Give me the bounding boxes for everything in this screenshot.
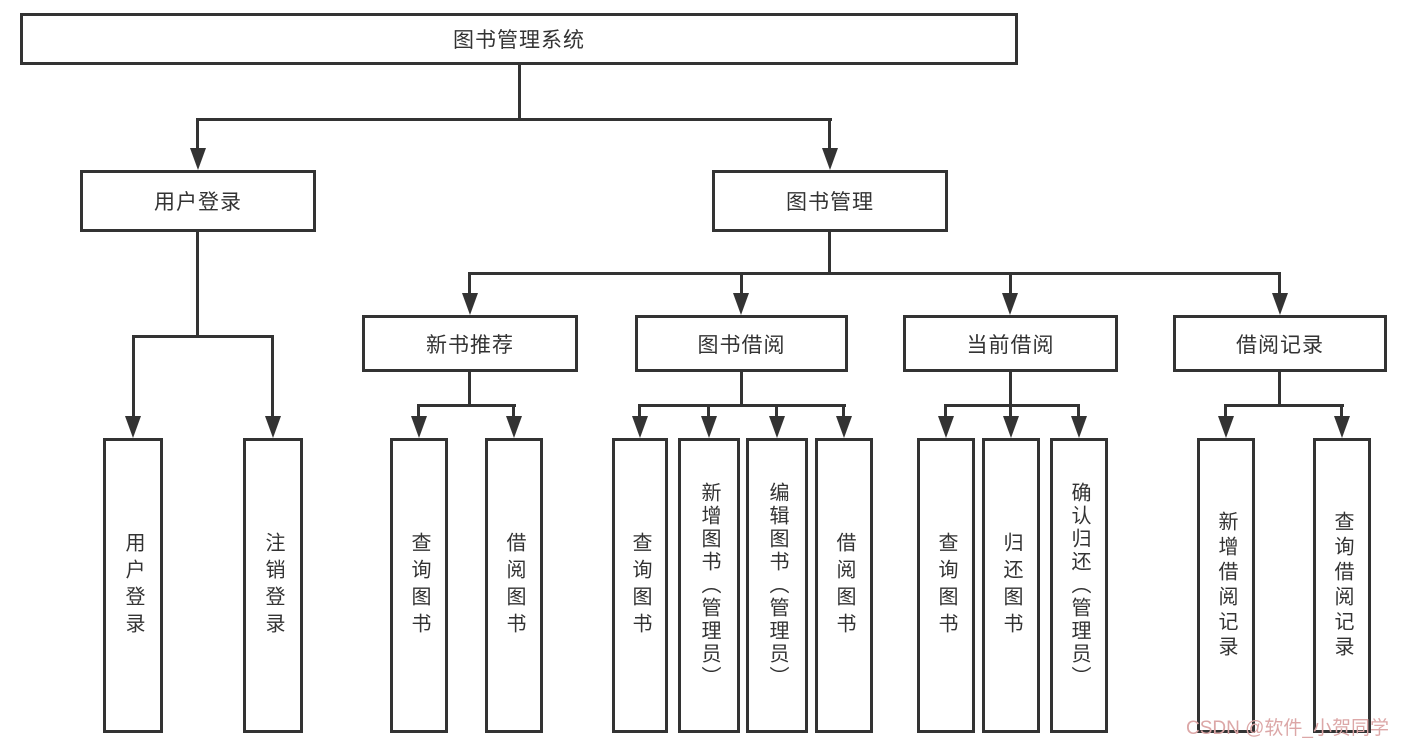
connector-user-login-bus xyxy=(132,335,274,338)
arrow-down-icon xyxy=(506,416,522,438)
leaf-label: 确认归还（管理员） xyxy=(1068,482,1090,689)
connector-drop xyxy=(842,404,845,418)
connector-current-borrow-stem xyxy=(1009,372,1012,404)
leaf-label: 查询图书 xyxy=(935,531,957,640)
leaf-label: 用户登录 xyxy=(122,531,144,640)
arrow-down-icon xyxy=(265,416,281,438)
connector-drop xyxy=(944,404,947,418)
csdn-watermark: CSDN @软件_小贺同学 xyxy=(1186,718,1389,739)
connector-drop xyxy=(638,404,641,418)
leaf-label: 借阅图书 xyxy=(503,531,525,640)
node-borrow-record-label: 借阅记录 xyxy=(1236,333,1324,357)
connector-borrow-record-stem xyxy=(1278,372,1281,404)
arrow-down-icon xyxy=(836,416,852,438)
node-current-borrow-label: 当前借阅 xyxy=(966,333,1055,357)
leaf-label: 查询借阅记录 xyxy=(1331,510,1353,661)
node-new-book-rec: 新书推荐 xyxy=(362,315,578,372)
node-book-mgmt-label: 图书管理 xyxy=(786,191,874,214)
connector-drop xyxy=(775,404,778,418)
connector-drop xyxy=(417,404,420,418)
leaf-label: 归还图书 xyxy=(1000,531,1022,640)
arrow-down-icon xyxy=(411,416,427,438)
leaf-label: 注销登录 xyxy=(262,531,284,640)
connector-drop-borrow-record xyxy=(1278,272,1281,295)
connector-drop xyxy=(1009,404,1012,418)
node-book-borrow: 图书借阅 xyxy=(635,315,848,372)
arrow-down-icon xyxy=(701,416,717,438)
arrow-down-icon xyxy=(733,293,749,315)
leaf-add-borrow-record: 新增借阅记录 xyxy=(1197,438,1255,733)
connector-book-borrow-stem xyxy=(740,372,743,404)
connector-drop-current-borrow xyxy=(1009,272,1012,295)
leaf-query-books-1: 查询图书 xyxy=(390,438,448,733)
arrow-down-icon xyxy=(1272,293,1288,315)
leaf-query-books-2: 查询图书 xyxy=(612,438,668,733)
leaf-label: 查询图书 xyxy=(408,531,430,640)
leaf-user-login: 用户登录 xyxy=(103,438,163,733)
arrow-down-icon xyxy=(632,416,648,438)
arrow-down-icon xyxy=(190,148,206,170)
connector-drop xyxy=(707,404,710,418)
leaf-add-books-admin: 新增图书（管理员） xyxy=(678,438,740,733)
connector-drop xyxy=(1077,404,1080,418)
leaf-label: 借阅图书 xyxy=(833,531,855,640)
leaf-confirm-return-admin: 确认归还（管理员） xyxy=(1050,438,1108,733)
connector-new-book-bus xyxy=(418,404,516,407)
leaf-label: 新增图书（管理员） xyxy=(698,482,720,689)
leaf-label: 新增借阅记录 xyxy=(1215,510,1237,661)
connector-drop xyxy=(1224,404,1227,418)
node-book-mgmt: 图书管理 xyxy=(712,170,948,232)
node-book-borrow-label: 图书借阅 xyxy=(697,333,786,357)
leaf-return-books: 归还图书 xyxy=(982,438,1040,733)
connector-drop-book-mgmt xyxy=(828,118,831,150)
leaf-edit-books-admin: 编辑图书（管理员） xyxy=(746,438,808,733)
connector-drop xyxy=(512,404,515,418)
node-new-book-rec-label: 新书推荐 xyxy=(426,333,514,357)
leaf-label: 查询图书 xyxy=(629,531,651,640)
arrow-down-icon xyxy=(938,416,954,438)
connector-book-mgmt-bus xyxy=(468,272,1281,275)
leaf-query-books-3: 查询图书 xyxy=(917,438,975,733)
arrow-down-icon xyxy=(462,293,478,315)
node-root: 图书管理系统 xyxy=(20,13,1018,65)
leaf-borrow-books-2: 借阅图书 xyxy=(815,438,873,733)
arrow-down-icon xyxy=(1334,416,1350,438)
node-user-login: 用户登录 xyxy=(80,170,316,232)
arrow-down-icon xyxy=(822,148,838,170)
node-current-borrow: 当前借阅 xyxy=(903,315,1118,372)
leaf-label: 编辑图书（管理员） xyxy=(766,482,788,689)
connector-root-bus xyxy=(196,118,832,121)
arrow-down-icon xyxy=(1071,416,1087,438)
connector-drop-leaf-login xyxy=(132,335,135,418)
arrow-down-icon xyxy=(1003,416,1019,438)
connector-drop-new-book xyxy=(468,272,471,295)
leaf-query-borrow-record: 查询借阅记录 xyxy=(1313,438,1371,733)
arrow-down-icon xyxy=(125,416,141,438)
connector-user-login-stem xyxy=(196,232,199,335)
arrow-down-icon xyxy=(769,416,785,438)
connector-drop-leaf-logout xyxy=(271,335,274,418)
connector-root-stem xyxy=(518,65,521,118)
node-root-label: 图书管理系统 xyxy=(453,29,585,52)
connector-book-mgmt-stem xyxy=(828,232,831,272)
arrow-down-icon xyxy=(1218,416,1234,438)
connector-new-book-stem xyxy=(468,372,471,404)
connector-drop-book-borrow xyxy=(740,272,743,295)
connector-book-borrow-bus xyxy=(638,404,846,407)
connector-current-borrow-bus xyxy=(944,404,1080,407)
leaf-logout: 注销登录 xyxy=(243,438,303,733)
node-user-login-label: 用户登录 xyxy=(154,191,242,214)
arrow-down-icon xyxy=(1002,293,1018,315)
leaf-borrow-books-1: 借阅图书 xyxy=(485,438,543,733)
node-borrow-record: 借阅记录 xyxy=(1173,315,1387,372)
connector-drop-user-login xyxy=(196,118,199,150)
connector-drop xyxy=(1340,404,1343,418)
connector-borrow-record-bus xyxy=(1224,404,1344,407)
